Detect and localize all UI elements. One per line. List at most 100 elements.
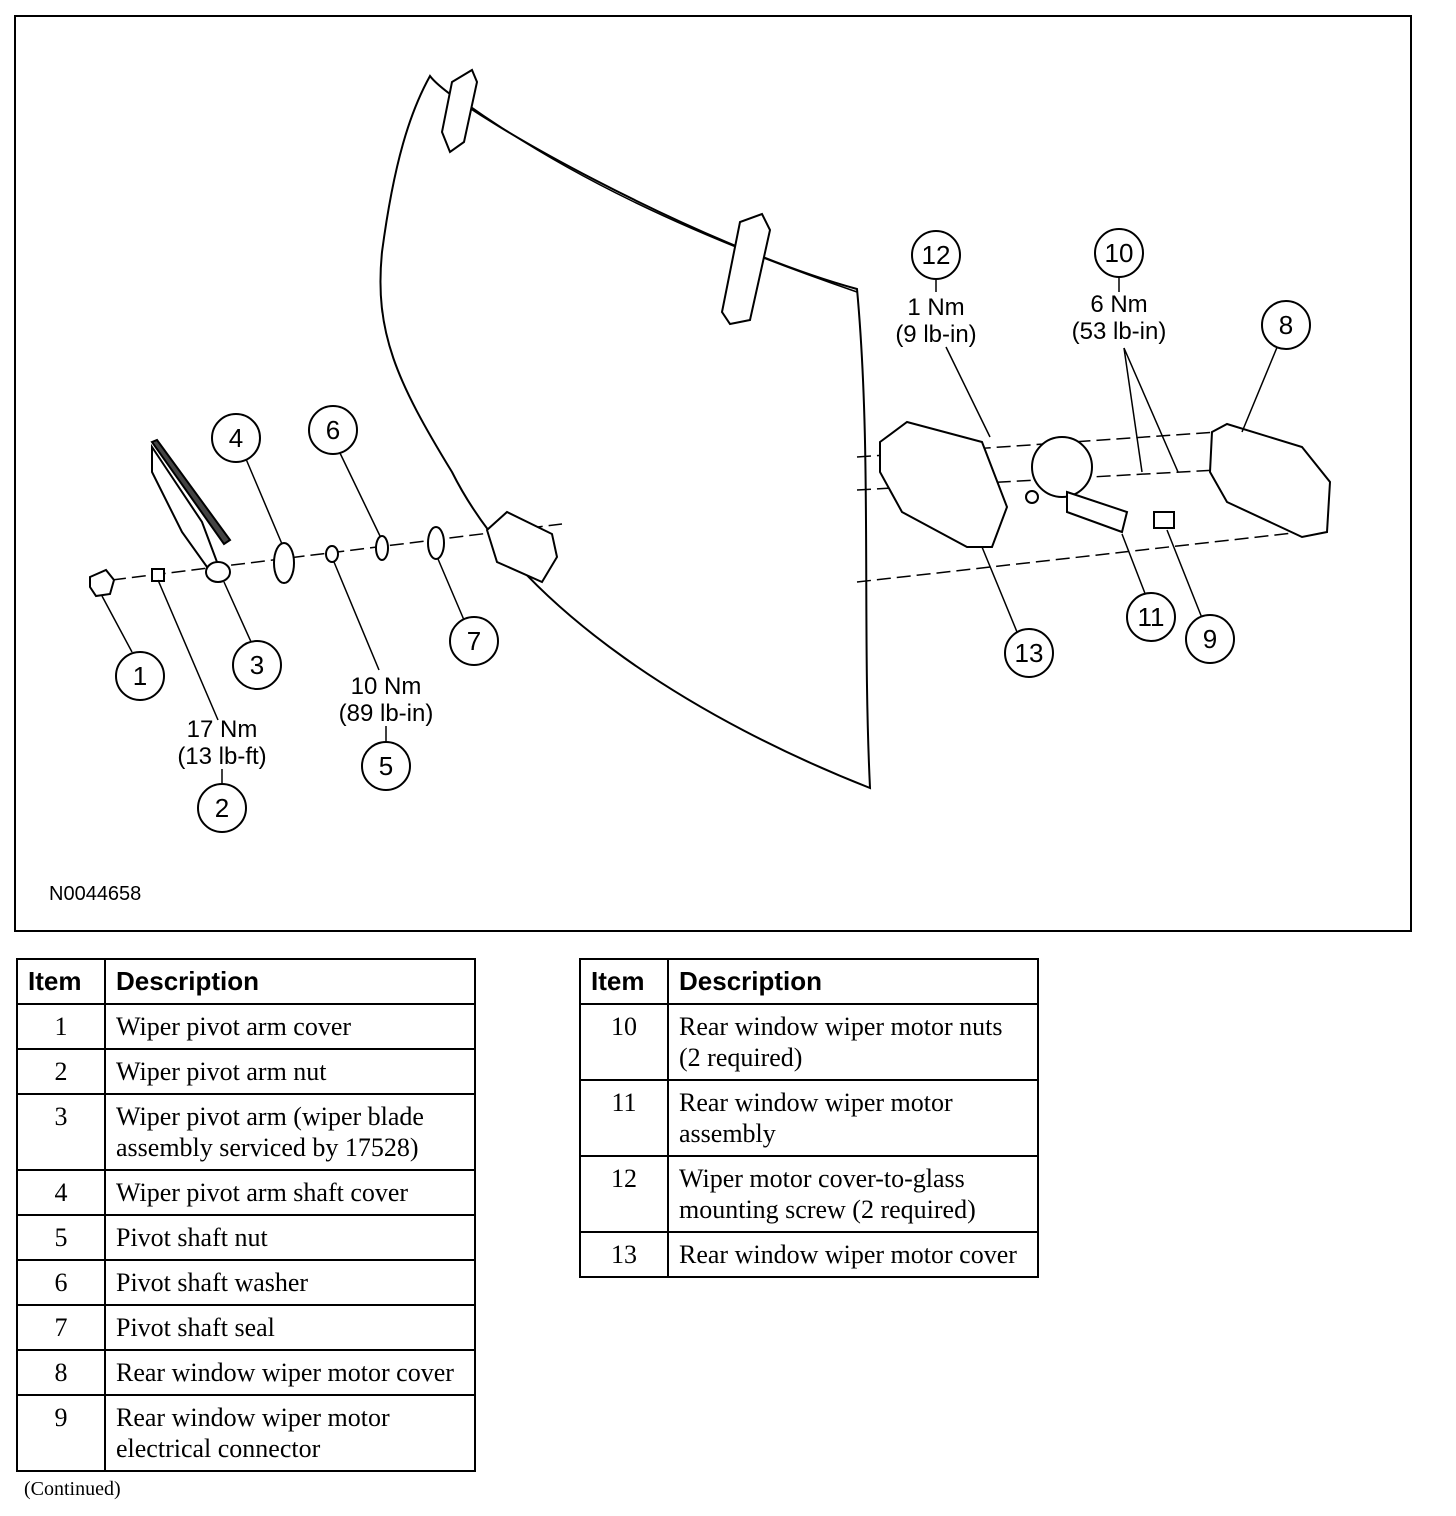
item-number: 3 xyxy=(16,1093,106,1171)
torque-item5-nm: 10 Nm xyxy=(351,673,422,700)
item-number: 1 xyxy=(16,1003,106,1050)
callout-8: 8 xyxy=(1261,300,1311,350)
pivot-shaft-seal-part xyxy=(427,526,445,560)
item-description: Rear window wiper motor assembly xyxy=(667,1079,1039,1157)
item-number: 10 xyxy=(579,1003,669,1081)
item-number: 4 xyxy=(16,1169,106,1216)
item-description: Pivot shaft seal xyxy=(104,1304,476,1351)
item-description: Wiper pivot arm (wiper blade assembly se… xyxy=(104,1093,476,1171)
column-header-description: Description xyxy=(667,958,1039,1005)
svg-text:11: 11 xyxy=(1138,602,1165,632)
svg-text:13: 13 xyxy=(1015,638,1044,668)
item-description: Pivot shaft nut xyxy=(104,1214,476,1261)
torque-item12-nm: 1 Nm xyxy=(907,294,964,321)
callout-11: 11 xyxy=(1126,592,1176,642)
torque-item5-imperial: (89 lb-in) xyxy=(339,700,434,727)
item-number: 13 xyxy=(579,1231,669,1278)
wiper-blade-on-glass xyxy=(463,101,858,293)
exploded-view-diagram: 1 2 3 4 5 6 7 8 9 10 11 12 13 17 Nm (13 … xyxy=(14,15,1412,932)
wiper-pivot-arm-part xyxy=(150,438,232,583)
continued-note: (Continued) xyxy=(24,1478,121,1500)
item-description: Wiper pivot arm shaft cover xyxy=(104,1169,476,1216)
torque-item2-imperial: (13 lb-ft) xyxy=(177,743,266,770)
leader-lines xyxy=(101,274,1279,787)
svg-text:12: 12 xyxy=(922,240,951,270)
column-header-description: Description xyxy=(104,958,476,1005)
callout-9: 9 xyxy=(1185,614,1235,664)
item-number: 8 xyxy=(16,1349,106,1396)
callout-10: 10 xyxy=(1094,228,1144,278)
item-description: Rear window wiper motor electrical conne… xyxy=(104,1394,476,1472)
item-number: 5 xyxy=(16,1214,106,1261)
item-description: Wiper motor cover-to-glass mounting scre… xyxy=(667,1155,1039,1233)
motor-cover-13-part xyxy=(879,420,1009,548)
svg-text:2: 2 xyxy=(215,793,229,823)
svg-text:3: 3 xyxy=(250,650,264,680)
svg-text:4: 4 xyxy=(229,423,243,453)
svg-text:8: 8 xyxy=(1279,310,1293,340)
wiper-motor-part xyxy=(1025,436,1129,534)
svg-text:10: 10 xyxy=(1105,238,1134,268)
item-number: 11 xyxy=(579,1079,669,1157)
callout-7: 7 xyxy=(449,616,499,666)
torque-item2-nm: 17 Nm xyxy=(187,716,258,743)
figure-reference-code: N0044658 xyxy=(49,883,141,905)
torque-item10-nm: 6 Nm xyxy=(1090,291,1147,318)
item-description: Rear window wiper motor cover xyxy=(104,1349,476,1396)
item-number: 9 xyxy=(16,1394,106,1472)
table-header-row: Item Description xyxy=(16,958,476,1005)
item-number: 12 xyxy=(579,1155,669,1233)
callout-5: 5 xyxy=(361,741,411,791)
item-description: Wiper pivot arm cover xyxy=(104,1003,476,1050)
item-number: 7 xyxy=(16,1304,106,1351)
column-header-item: Item xyxy=(579,958,669,1005)
motor-cover-8-part xyxy=(1208,422,1332,539)
svg-text:5: 5 xyxy=(379,751,393,781)
callout-2: 2 xyxy=(197,783,247,833)
torque-item10-imperial: (53 lb-in) xyxy=(1072,318,1167,345)
diagram-svg: 1 2 3 4 5 6 7 8 9 10 11 12 13 17 Nm (13 … xyxy=(49,68,1332,905)
motor-axis-line-lower xyxy=(856,531,1303,583)
callout-3: 3 xyxy=(232,640,282,690)
item-description: Rear window wiper motor nuts (2 required… xyxy=(667,1003,1039,1081)
pivot-arm-shaft-cover-part xyxy=(273,542,295,584)
svg-text:1: 1 xyxy=(133,661,147,691)
item-description: Wiper pivot arm nut xyxy=(104,1048,476,1095)
callout-13: 13 xyxy=(1004,628,1054,678)
callout-1: 1 xyxy=(115,651,165,701)
callout-12: 12 xyxy=(911,230,961,280)
item-description: Pivot shaft washer xyxy=(104,1259,476,1306)
pivot-arm-nut-part xyxy=(151,568,165,582)
item-number: 2 xyxy=(16,1048,106,1095)
item-description: Rear window wiper motor cover xyxy=(667,1231,1039,1278)
svg-text:6: 6 xyxy=(326,415,340,445)
table-header-row: Item Description xyxy=(579,958,1039,1005)
callout-6: 6 xyxy=(308,405,358,455)
svg-text:7: 7 xyxy=(467,626,481,656)
electrical-connector-part xyxy=(1153,511,1175,529)
svg-text:9: 9 xyxy=(1203,624,1217,654)
rear-window-glass xyxy=(379,74,872,790)
pivot-shaft-washer-part xyxy=(375,535,389,561)
torque-item12-imperial: (9 lb-in) xyxy=(895,321,976,348)
item-number: 6 xyxy=(16,1259,106,1306)
pivot-arm-cover-part xyxy=(89,568,116,598)
column-header-item: Item xyxy=(16,958,106,1005)
callout-4: 4 xyxy=(211,413,261,463)
blade-clip-upper xyxy=(440,68,479,154)
